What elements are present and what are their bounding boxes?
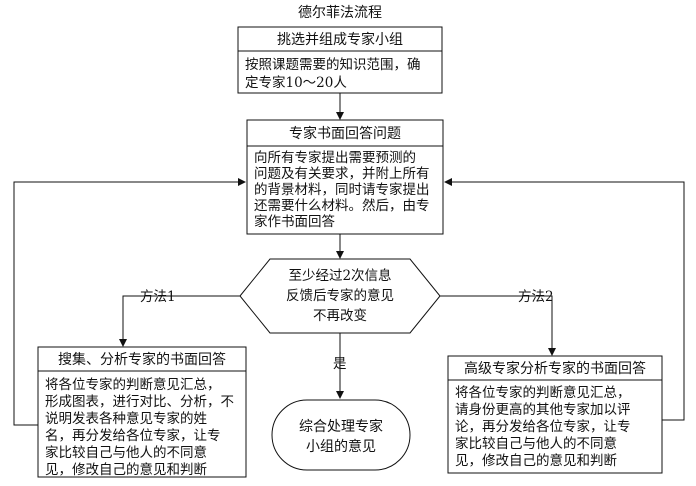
feedback-arrow-method2	[444, 178, 685, 421]
method2-box: 高级专家分析专家的书面回答 将各位专家的判断意见汇总， 请身份更高的其他专家加以…	[447, 355, 663, 474]
yes-label: 是	[333, 356, 347, 372]
feedback-arrow-method1	[13, 178, 246, 426]
final-line: 综合处理专家	[299, 418, 383, 435]
final-line: 小组的意见	[306, 438, 376, 455]
method2-body-line: 将各位专家的判断意见汇总，	[455, 384, 631, 401]
decision-hexagon: 至少经过2次信息 反馈后专家的意见 不再改变	[239, 258, 441, 334]
method1-header: 搜集、分析专家的书面回答	[58, 351, 226, 368]
decision-line: 不再改变	[313, 308, 367, 324]
method1-label: 方法1	[140, 289, 176, 305]
step2-body-line: 家作书面回答	[254, 213, 335, 230]
method1-body-line: 形成图表，进行对比、分析，不	[45, 394, 234, 410]
step1-body-line: 定专家10～20人	[245, 74, 347, 91]
method2-body-line: 见，修改自己的意见和判断	[455, 452, 617, 469]
method2-label: 方法2	[518, 289, 554, 305]
decision-line: 至少经过2次信息	[288, 267, 391, 284]
final-box: 综合处理专家 小组的意见	[271, 399, 411, 471]
method2-body-line: 请身份更高的其他专家加以评	[455, 401, 631, 418]
method2-header: 高级专家分析专家的书面回答	[464, 360, 646, 377]
step1-body-line: 按照课题需要的知识范围，确	[245, 56, 421, 73]
step2-body-line: 问题及有关要求，并附上所有	[254, 166, 430, 182]
method1-body-line: 名，再分发给各位专家，让专	[45, 427, 221, 444]
step2-body-line: 向所有专家提出需要预测的	[254, 149, 416, 166]
method2-body-line: 家比较自己与他人的不同意	[455, 435, 617, 452]
method1-box: 搜集、分析专家的书面回答 将各位专家的判断意见汇总， 形成图表，进行对比、分析，…	[37, 346, 247, 478]
decision-line: 反馈后专家的意见	[286, 287, 394, 304]
step1-box: 挑选并组成专家小组 按照课题需要的知识范围，确 定专家10～20人	[237, 26, 443, 94]
method1-body-line: 将各位专家的判断意见汇总，	[45, 376, 221, 393]
step2-body-line: 的背景材料，同时请专家提出	[254, 181, 430, 198]
step2-body-line: 还需要什么材料。然后，由专	[254, 197, 430, 214]
arrow-to-method2	[440, 295, 556, 356]
method1-body-line: 家比较自己与他人的不同意	[45, 444, 207, 461]
step2-header: 专家书面回答问题	[289, 125, 401, 142]
arrow-to-method1	[119, 295, 240, 347]
method1-body-line: 说明发表各种意见专家的姓	[45, 410, 207, 427]
step2-box: 专家书面回答问题 向所有专家提出需要预测的 问题及有关要求，并附上所有 的背景材…	[246, 119, 444, 235]
step1-header: 挑选并组成专家小组	[277, 31, 403, 48]
diagram-title: 德尔菲法流程	[298, 5, 382, 21]
method2-body-line: 论，再分发给各位专家，让专	[455, 418, 631, 435]
method1-body-line: 见，修改自己的意见和判断	[45, 461, 207, 478]
